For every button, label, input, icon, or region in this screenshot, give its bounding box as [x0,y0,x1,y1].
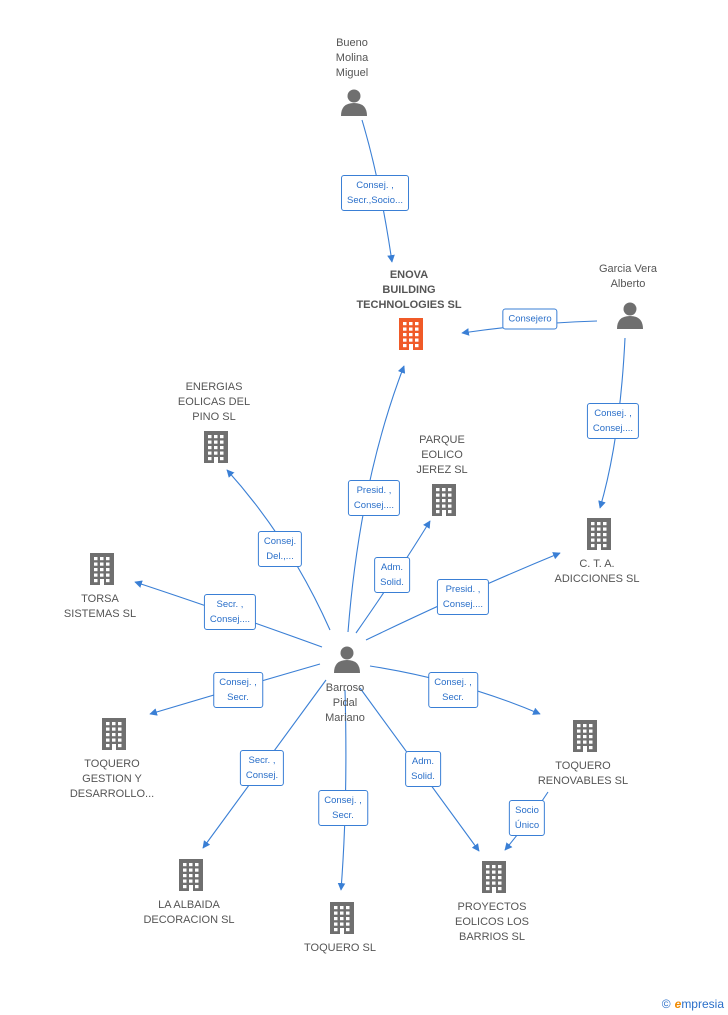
edge-label-barroso-to-proyectos[interactable]: Adm. Solid. [405,751,441,787]
node-label-cta[interactable]: C. T. A. ADICCIONES SL [554,558,640,585]
node-label-garcia[interactable]: Garcia Vera Alberto [598,263,658,290]
edge-label-barroso-to-toquero_gestion[interactable]: Consej. , Secr. [213,672,263,708]
node-label-barroso[interactable]: Barroso Pidal Mariano [325,682,365,724]
brand-logo-e: e [674,997,682,1011]
albaida-building-icon[interactable] [179,859,203,891]
edge-label-barroso-to-parque[interactable]: Adm. Solid. [374,557,410,593]
node-label-toquero_renov[interactable]: TOQUERO RENOVABLES SL [537,760,629,787]
node-label-proyectos[interactable]: PROYECTOS EOLICOS LOS BARRIOS SL [455,901,529,943]
edge-label-barroso-to-albaida[interactable]: Secr. , Consej. [239,750,285,786]
bueno-person-icon[interactable] [341,89,367,117]
edge-label-barroso-to-enova[interactable]: Presid. , Consej.... [347,480,401,516]
node-label-bueno[interactable]: Bueno Molina Miguel [335,37,369,79]
brand-footer: ©empresia [662,997,724,1011]
toquero_sl-building-icon[interactable] [330,902,354,934]
barroso-person-icon[interactable] [334,646,360,674]
node-label-energias[interactable]: ENERGIAS EOLICAS DEL PINO SL [177,381,251,423]
edge-label-bueno-to-enova[interactable]: Consej. , Secr.,Socio... [341,175,409,211]
garcia-person-icon[interactable] [617,302,643,330]
edge-label-garcia-to-cta[interactable]: Consej. , Consej.... [586,403,640,439]
node-label-albaida[interactable]: LA ALBAIDA DECORACION SL [143,899,235,926]
edge-label-barroso-to-toquero_renov[interactable]: Consej. , Secr. [428,672,478,708]
parque-building-icon[interactable] [432,484,456,516]
proyectos-building-icon[interactable] [482,861,506,893]
torsa-building-icon[interactable] [90,553,114,585]
toquero_gestion-building-icon[interactable] [102,718,126,750]
node-label-enova[interactable]: ENOVA BUILDING TECHNOLOGIES SL [356,269,462,311]
edge-label-barroso-to-energias[interactable]: Consej. Del.,... [257,531,303,567]
brand-logo-text: mpresia [681,997,724,1011]
node-label-parque[interactable]: PARQUE EOLICO JEREZ SL [416,434,468,476]
energias-building-icon[interactable] [204,431,228,463]
edge-label-barroso-to-cta[interactable]: Presid. , Consej.... [436,579,490,615]
node-label-toquero_sl[interactable]: TOQUERO SL [304,942,376,954]
edge-label-barroso-to-torsa[interactable]: Secr. , Consej.... [203,594,257,630]
edge-label-toquero_renov-to-proyectos[interactable]: Socio Único [508,800,546,836]
toquero_renov-building-icon[interactable] [573,720,597,752]
copyright-symbol: © [661,997,671,1011]
cta-building-icon[interactable] [587,518,611,550]
node-label-toquero_gestion[interactable]: TOQUERO GESTION Y DESARROLLO... [69,758,155,800]
edge-label-garcia-to-enova[interactable]: Consejero [502,308,558,330]
enova-building-icon[interactable] [399,318,423,350]
node-label-torsa[interactable]: TORSA SISTEMAS SL [63,593,137,620]
edge-label-barroso-to-toquero_sl[interactable]: Consej. , Secr. [318,790,368,826]
